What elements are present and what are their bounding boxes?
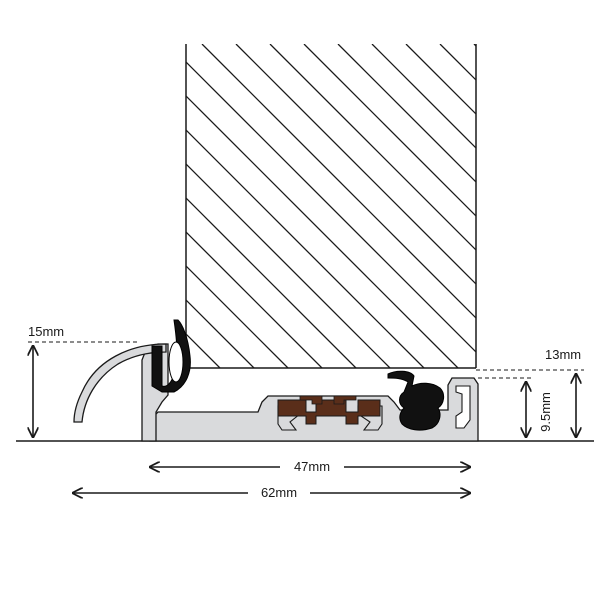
dimension-15mm-label: 15mm: [28, 324, 64, 339]
dimension-9-5mm-label: 9.5mm: [538, 392, 553, 432]
insert-step-right: [333, 395, 357, 405]
door-hatch-line: [337, 44, 476, 183]
door-hatch-line: [201, 44, 476, 319]
brush-seal-right: [387, 370, 445, 431]
dimension-13mm-label: 13mm: [545, 347, 581, 362]
dimension-47mm: 47mm: [150, 459, 470, 474]
dimension-47mm-label: 47mm: [294, 459, 330, 474]
dimension-13mm: 13mm: [476, 347, 584, 437]
door-hatch-line: [186, 95, 459, 368]
door-hatch: [186, 44, 476, 368]
insert-step-left: [299, 395, 323, 405]
door-hatch-line: [186, 197, 357, 368]
door-hatch-line: [186, 231, 323, 368]
door-hatch-line: [303, 44, 476, 217]
seal-bulb-highlight: [168, 341, 184, 383]
door-hatch-line: [186, 61, 476, 353]
door-hatch-line: [405, 44, 476, 115]
dimension-62mm-label: 62mm: [261, 485, 297, 500]
dimension-15mm: 15mm: [28, 324, 140, 437]
thermal-insert: [277, 399, 381, 425]
threshold-profile: [73, 319, 479, 442]
door-hatch-line: [186, 163, 391, 368]
door-hatch-line: [371, 44, 476, 149]
dimension-9-5mm: 9.5mm: [478, 377, 553, 437]
aluminium-clip-right: [455, 385, 471, 429]
door-hatch-line: [186, 129, 425, 368]
door-leaf: [185, 44, 477, 369]
door-hatch-line: [269, 44, 476, 251]
dimension-62mm: 62mm: [73, 485, 470, 500]
door-hatch-line: [186, 367, 187, 368]
door-hatch-line: [235, 44, 476, 285]
door-hatch-line: [186, 299, 255, 368]
door-hatch-line: [473, 44, 476, 47]
aluminium-base: [149, 377, 479, 442]
door-hatch-line: [186, 265, 289, 368]
